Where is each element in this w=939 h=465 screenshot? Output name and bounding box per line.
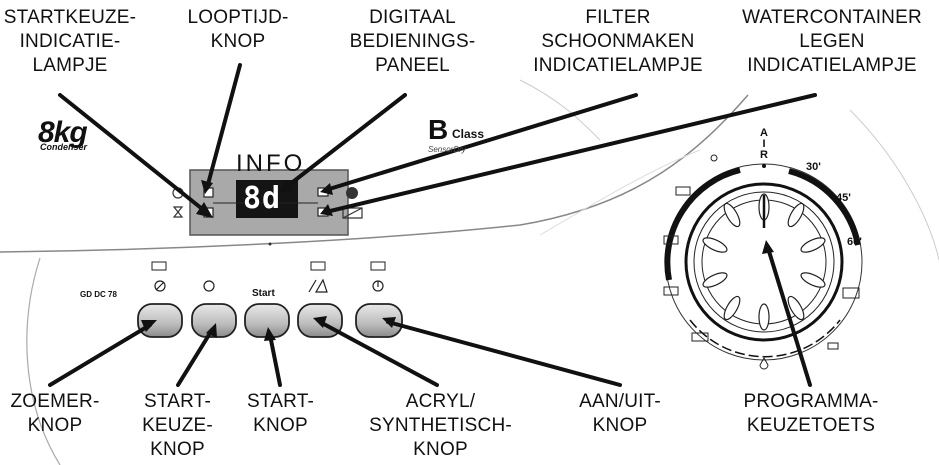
energy-class-word: Class — [452, 127, 485, 141]
panel-dot — [268, 242, 272, 246]
panel-curve-right-2 — [849, 109, 939, 261]
buzzer-icon — [154, 280, 166, 292]
panel-curve-right-3 — [539, 149, 701, 236]
callout-startkeuze-indicatie — [58, 93, 208, 214]
acryl-led — [310, 261, 326, 271]
water-container-icon — [342, 207, 363, 219]
dial-program-icons — [663, 186, 860, 342]
callout-aan-uit — [386, 320, 622, 387]
panel-curve-right — [519, 79, 601, 141]
label-digitaal-bedieningspaneel: DIGITAAL BEDIENINGS- PANEEL — [349, 7, 476, 76]
callout-zoemer — [48, 323, 152, 387]
callout-arrowheads — [141, 180, 774, 341]
zoemer-button — [137, 303, 183, 338]
brand-text: INFO — [236, 150, 306, 177]
dial-time-45: 45' — [836, 192, 851, 204]
energy-class-sub: SensorDry — [428, 145, 466, 154]
zoemer-led — [151, 261, 167, 271]
label-filter-schoonmaken: FILTER SCHOONMAKEN INDICATIELAMPJE — [533, 7, 703, 76]
callout-filter — [324, 93, 638, 192]
callout-acryl — [318, 320, 439, 387]
acryl-icon — [308, 278, 328, 293]
capacity-logo: 8kg — [38, 116, 88, 149]
startkeuze-button — [191, 303, 237, 338]
capacity-logo-sub: Condenser — [40, 142, 88, 152]
label-acryl-synthetisch-knop: ACRYL/ SYNTHETISCH- KNOP — [369, 391, 512, 460]
delay-start-icon — [203, 280, 215, 292]
callout-start-knop — [268, 333, 282, 387]
onoff-button — [355, 303, 403, 338]
label-startkeuze-indicatielampje: STARTKEUZE- INDICATIE- LAMPJE — [3, 7, 137, 76]
callout-startkeuze-knop — [176, 328, 214, 387]
dial-air-label: A I R — [760, 127, 768, 161]
label-zoemer-knop: ZOEMER- KNOP — [10, 391, 100, 436]
callout-looptijd — [205, 63, 242, 190]
hourglass-icon — [172, 206, 184, 218]
panel-outline-inner — [26, 257, 61, 465]
model-number: GD DC 78 — [80, 290, 117, 299]
callout-programmakeuze — [766, 246, 812, 387]
label-looptijd-knop: LOOPTIJD- KNOP — [187, 7, 289, 52]
energy-class-logo: B — [428, 114, 449, 145]
label-startkeuze-knop: START- KEUZE- KNOP — [142, 391, 213, 460]
label-aan-uit-knop: AAN/UIT- KNOP — [579, 391, 661, 436]
label-programmakeuzetoets: PROGRAMMA- KEUZETOETS — [743, 391, 879, 436]
callout-digitaal-paneel — [283, 93, 407, 190]
dial-time-60: 60' — [847, 236, 862, 248]
filter-icon — [346, 187, 358, 199]
program-dial — [664, 154, 863, 370]
panel-outline — [0, 94, 749, 253]
label-start-knop: START- KNOP — [246, 391, 314, 436]
label-watercontainer-legen: WATERCONTAINER LEGEN INDICATIELAMPJE — [742, 7, 922, 76]
onoff-led — [370, 261, 386, 271]
callout-watercontainer — [324, 93, 817, 214]
callout-lines — [48, 63, 817, 387]
dial-time-30: 30' — [806, 161, 821, 173]
start-button-text: Start — [252, 288, 275, 299]
display-value: 8d — [243, 181, 282, 216]
